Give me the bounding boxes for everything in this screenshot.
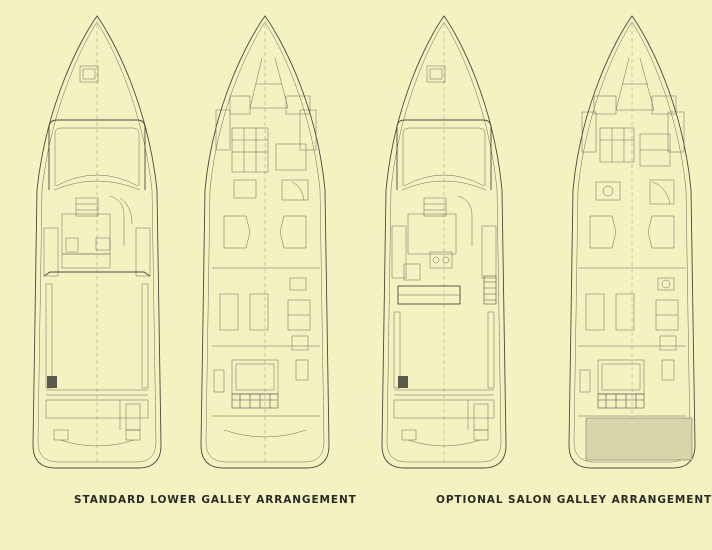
plan-optional-lower-deck [568,15,696,469]
deck-plans [32,15,696,469]
plan-standard-lower-deck [200,15,330,469]
caption-optional-salon-galley: OPTIONAL SALON GALLEY ARRANGEMENT [436,494,712,506]
plan-optional-main-deck [381,15,507,469]
plan-standard-main-deck [32,15,162,469]
caption-standard-lower-galley: STANDARD LOWER GALLEY ARRANGEMENT [74,494,357,506]
